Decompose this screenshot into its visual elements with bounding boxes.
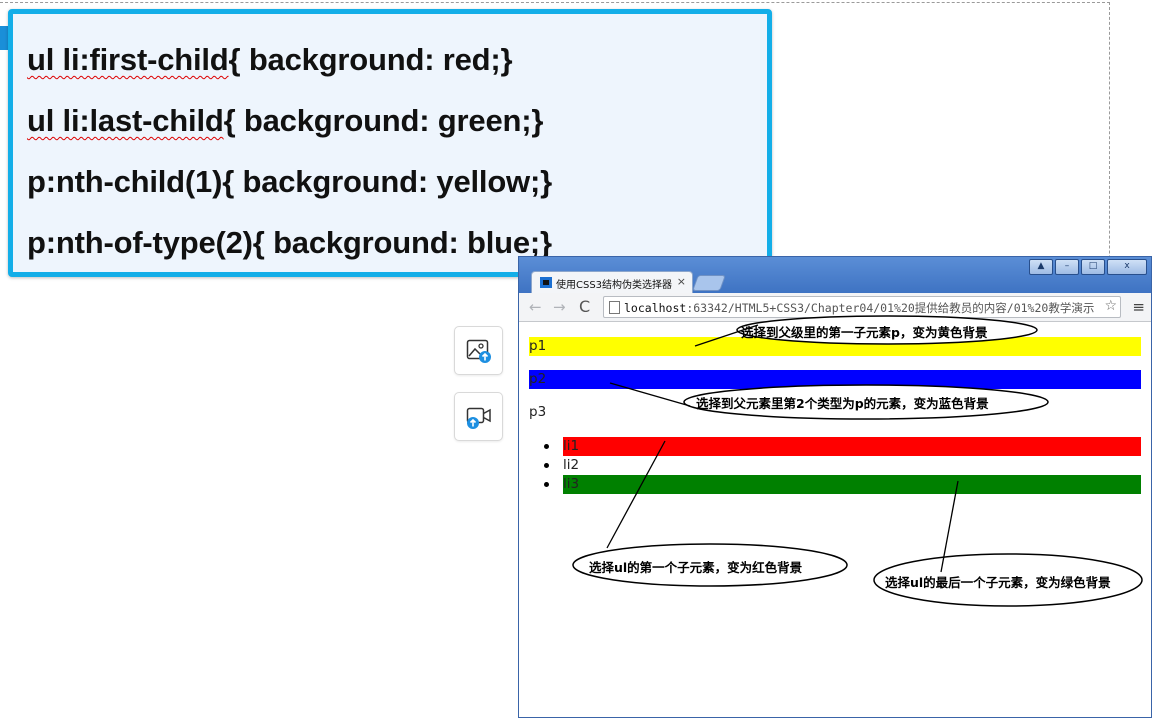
maximize-button[interactable]: □ — [1081, 259, 1105, 275]
webstorm-favicon-icon — [540, 277, 552, 288]
canvas-frame — [0, 2, 1110, 343]
url-text: localhost:63342/HTML5+CSS3/Chapter04/01%… — [624, 301, 1095, 315]
callout-ellipse-2 — [683, 384, 1049, 420]
left-edge-tab — [0, 26, 10, 50]
video-upload-icon — [466, 407, 491, 429]
tab-title: 使用CSS3结构伪类选择器 — [556, 280, 673, 291]
paragraph-p1: p1 — [529, 337, 1141, 356]
annotation-last-child-li: 选择ul的最后一个子元素，变为绿色背景 — [885, 575, 1111, 590]
paragraph-p2: p2 — [529, 370, 1141, 389]
code-line-nth-child: p:nth-child(1){ background: yellow;} — [27, 164, 552, 200]
close-window-button[interactable]: x — [1107, 259, 1147, 275]
browser-titlebar: ▲ – □ x 使用CSS3结构伪类选择器 × — [519, 257, 1151, 294]
upload-image-button[interactable] — [454, 326, 503, 375]
callout-line-3 — [606, 440, 666, 549]
list-item-text: li2 — [563, 457, 580, 473]
minimize-button[interactable]: – — [1055, 259, 1079, 275]
code-line-last-child: ul li:last-child{ background: green;} — [27, 103, 543, 139]
code-declaration: p:nth-of-type(2){ background: blue;} — [27, 225, 552, 260]
code-declaration: { background: green;} — [223, 103, 544, 138]
upload-video-button[interactable] — [454, 392, 503, 441]
browser-toolbar: ← → C localhost:63342/HTML5+CSS3/Chapter… — [519, 293, 1151, 322]
bookmark-star-icon[interactable]: ☆ — [1104, 298, 1117, 314]
menu-icon[interactable]: ≡ — [1132, 298, 1145, 316]
paragraph-p3: p3 — [529, 403, 1141, 422]
browser-tab[interactable]: 使用CSS3结构伪类选择器 × — [531, 271, 693, 294]
code-line-first-child: ul li:first-child{ background: red;} — [27, 42, 513, 78]
code-line-nth-of-type: p:nth-of-type(2){ background: blue;} — [27, 225, 552, 261]
annotation-first-child-li: 选择ul的第一个子元素，变为红色背景 — [589, 560, 803, 575]
list-item-li3: li3 — [563, 475, 1141, 494]
callout-line-1 — [694, 324, 759, 347]
code-selector: ul li:last-child — [27, 103, 224, 138]
reload-icon[interactable]: C — [579, 297, 591, 316]
list-item-text: li1 — [563, 438, 580, 454]
paragraph-text: p1 — [529, 338, 547, 354]
annotation-first-child-p: 选择到父级里的第一子元素p，变为黄色背景 — [741, 325, 988, 340]
list-item-li1: li1 — [563, 437, 1141, 456]
back-icon[interactable]: ← — [529, 298, 542, 316]
callout-ellipse-1 — [736, 315, 1038, 345]
list-item-li2: li2 — [563, 456, 1141, 475]
forward-icon[interactable]: → — [553, 298, 566, 316]
tab-close-icon[interactable]: × — [676, 275, 686, 288]
user-button[interactable]: ▲ — [1029, 259, 1053, 275]
code-selector: ul li:first-child — [27, 42, 229, 77]
list-bullet — [544, 482, 549, 487]
callout-line-2 — [609, 382, 691, 407]
callout-ellipse-4 — [873, 553, 1143, 607]
window-controls: ▲ – □ x — [1029, 259, 1147, 275]
list-item-text: li3 — [563, 476, 580, 492]
paragraph-text: p3 — [529, 404, 547, 420]
paragraph-text: p2 — [529, 371, 547, 387]
code-declaration: p:nth-child(1){ background: yellow;} — [27, 164, 552, 199]
code-declaration: { background: red;} — [228, 42, 513, 77]
page-content: p1 p2 p3 li1 li2 li3 — [519, 321, 1151, 717]
annotation-nth-of-type: 选择到父元素里第2个类型为p的元素，变为蓝色背景 — [696, 396, 989, 411]
css-code-box: ul li:first-child{ background: red;} ul … — [8, 9, 772, 277]
address-bar[interactable]: localhost:63342/HTML5+CSS3/Chapter04/01%… — [603, 296, 1121, 318]
callout-line-4 — [940, 480, 959, 573]
page-icon — [609, 301, 620, 314]
list-bullet — [544, 463, 549, 468]
image-upload-icon — [466, 339, 491, 363]
callout-ellipse-3 — [572, 543, 848, 587]
list-bullet — [544, 444, 549, 449]
